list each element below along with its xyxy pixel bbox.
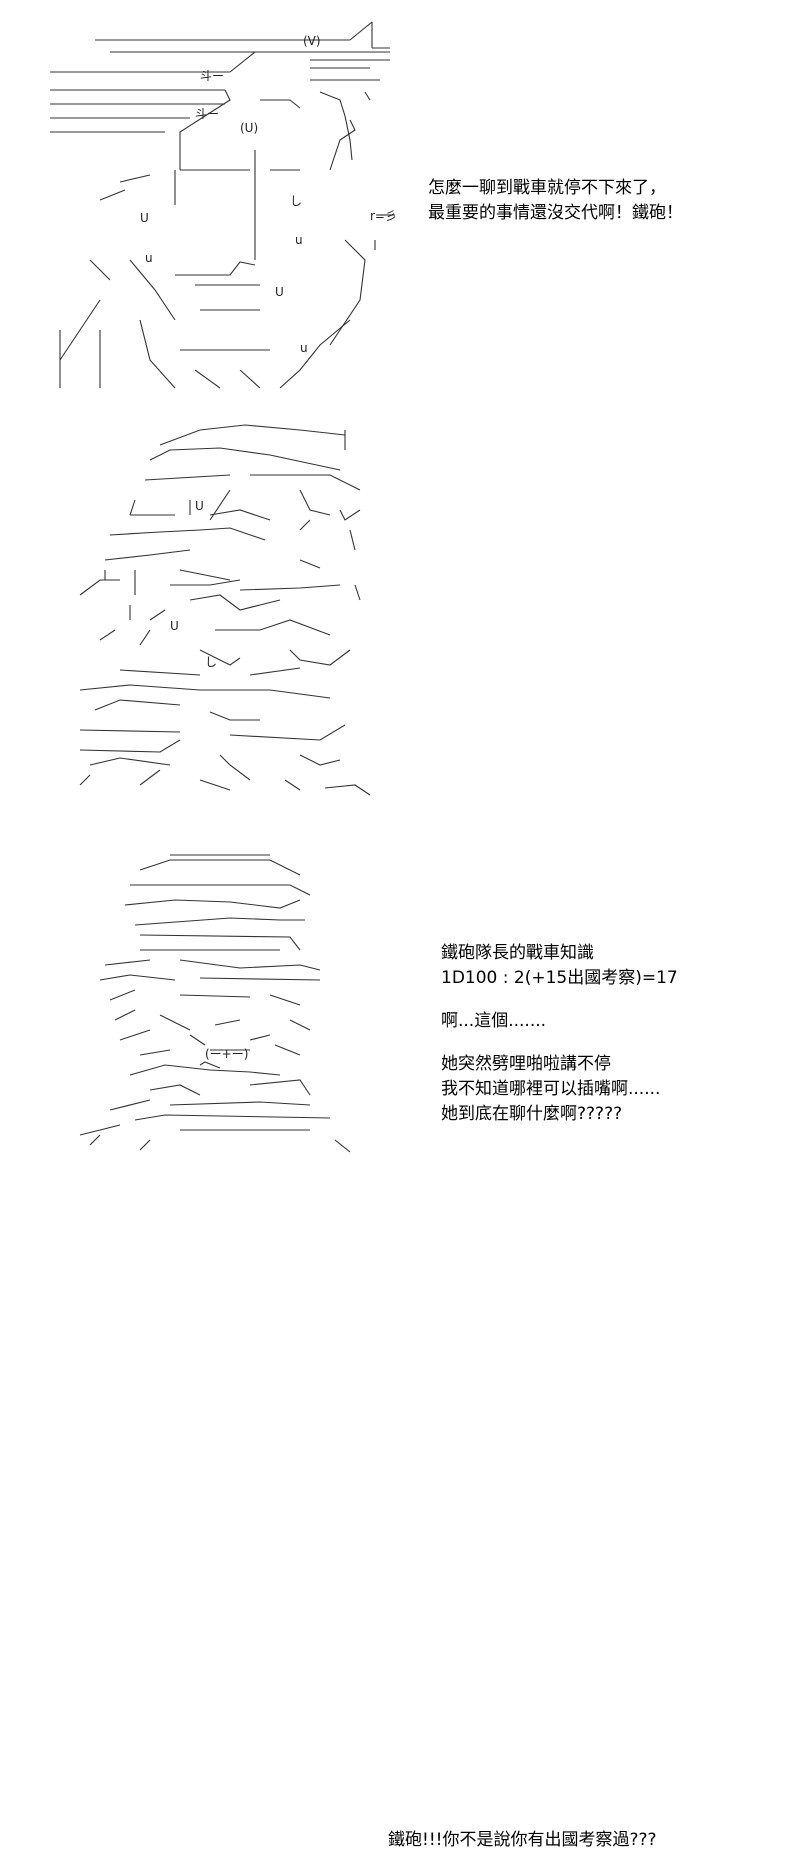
svg-text:r=彡: r=彡 (370, 209, 397, 223)
dialog-line: 鐵砲隊長的戰車知識 (441, 943, 594, 963)
dialog-line: 鐵砲!!!你不是說你有出國考察過??? (388, 1830, 657, 1850)
svg-text:U: U (195, 499, 204, 513)
svg-text:U: U (140, 211, 149, 225)
ascii-art-figure-2: U U し (79, 424, 371, 796)
svg-text:し: し (290, 194, 302, 208)
dialog-line: 我不知道哪裡可以插嘴啊...... (441, 1079, 661, 1099)
dialog-line: 她到底在聊什麼啊????? (441, 1104, 623, 1124)
svg-text:し: し (205, 655, 217, 669)
dialog-line: 啊...這個....... (441, 1011, 547, 1031)
ascii-art-figure-3: (ー+ー) (79, 854, 351, 1153)
dialog-text-2: 鐵砲隊長的戰車知識 1D100 : 2(+15出國考察)=17 啊...這個....… (441, 941, 678, 1127)
dialog-text-3: 鐵砲!!!你不是說你有出國考察過??? (388, 1828, 657, 1853)
dialog-line: 1D100 : 2(+15出國考察)=17 (441, 968, 678, 988)
svg-text:(V): (V) (303, 34, 321, 48)
dialog-line: 她突然劈哩啪啦講不停 (441, 1054, 611, 1074)
dialog-line: 怎麼一聊到戰車就停不下來了， (428, 178, 666, 198)
panel-2: U U し 鐵砲隊長的戰車知識 1D100 : 2(+15出國考察)=17 啊...… (0, 420, 800, 1124)
svg-text:u: u (300, 341, 308, 355)
svg-text:u: u (145, 251, 153, 265)
svg-text:斗ー: 斗ー (200, 69, 224, 83)
panel-1: (V) (U) し u U u U u 斗ー 斗ー r=彡 怎麼一聊到戰車就停不… (0, 0, 800, 400)
svg-text:U: U (170, 619, 179, 633)
svg-text:U: U (275, 285, 284, 299)
dialog-line: 最重要的事情還沒交代啊！鐵砲！ (428, 203, 683, 223)
ascii-art-figure-1: (V) (U) し u U u U u 斗ー 斗ー r=彡 (50, 21, 397, 389)
panel-3: (ー+ー) 鐵砲!!!你不是說你有出國考察過??? (0, 840, 800, 1850)
dialog-text-1: 怎麼一聊到戰車就停不下來了， 最重要的事情還沒交代啊！鐵砲！ (428, 176, 683, 226)
svg-text:(U): (U) (240, 121, 258, 135)
svg-text:u: u (295, 233, 303, 247)
svg-text:(ー+ー): (ー+ー) (205, 1047, 248, 1061)
svg-text:斗ー: 斗ー (195, 107, 219, 121)
